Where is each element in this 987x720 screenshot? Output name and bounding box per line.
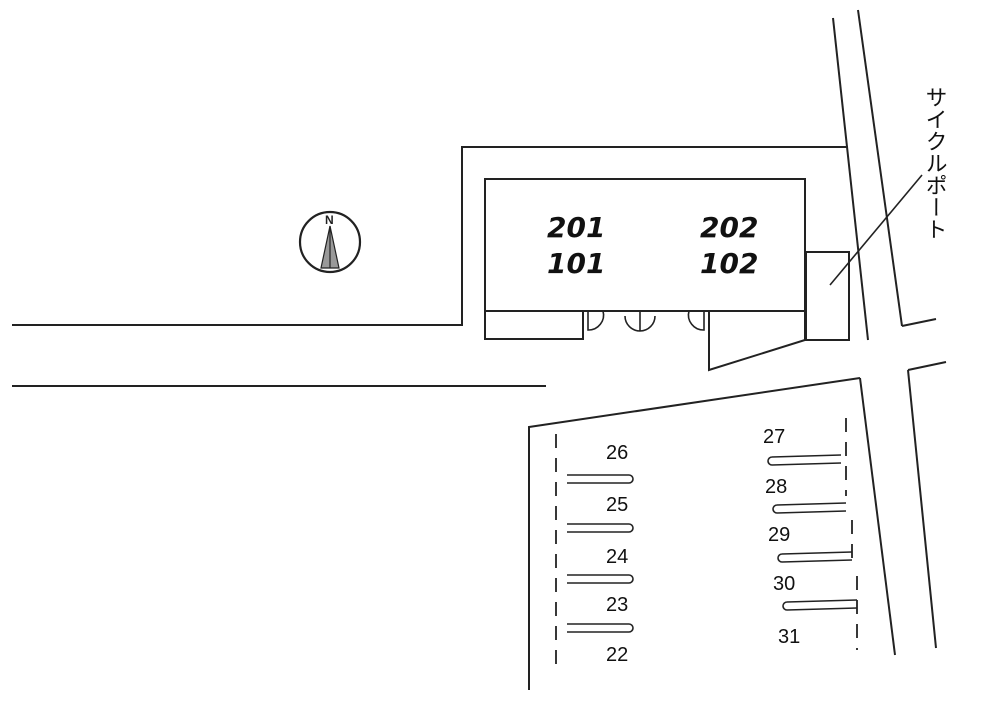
cycle-port-box <box>805 251 850 341</box>
cycle-port-text: サイクルポート <box>922 86 947 240</box>
unit-label-102: 102 <box>700 247 758 280</box>
road-edge-top <box>12 146 848 326</box>
unit-label-201: 201 <box>547 211 605 244</box>
parking-lot: 26 25 24 23 22 27 28 29 30 31 <box>528 377 861 690</box>
north-label: N <box>325 213 334 227</box>
parking-space-label: 22 <box>606 644 628 666</box>
north-compass-icon: N <box>298 210 362 274</box>
parking-space-label: 25 <box>606 494 628 516</box>
parking-space-label: 30 <box>773 573 795 595</box>
parking-stop <box>567 474 634 484</box>
door-icon <box>624 311 656 332</box>
parking-space-label: 23 <box>606 594 628 616</box>
road-v-right-edge <box>857 9 903 327</box>
parking-stop <box>567 523 634 533</box>
building-annex <box>484 310 584 340</box>
road-v-corner-right-lower <box>907 361 947 371</box>
parking-stop <box>777 551 853 563</box>
parking-stop <box>767 454 842 466</box>
parking-space-label: 26 <box>606 442 628 464</box>
parking-space-label: 31 <box>778 626 800 648</box>
parking-stop <box>567 623 634 633</box>
road-vertical <box>832 9 947 656</box>
road-v-right-lower <box>907 369 937 649</box>
parking-divider-right <box>845 418 858 650</box>
building-outline <box>484 178 806 312</box>
parking-space-label: 24 <box>606 546 628 568</box>
cycle-port-label: サイクルポート <box>922 86 947 240</box>
parking-space-label: 28 <box>765 476 787 498</box>
parking-right-stops <box>767 454 858 611</box>
parking-space-label: 29 <box>768 524 790 546</box>
door-icon <box>687 310 705 331</box>
parking-stop <box>772 502 847 514</box>
cycle-port-leader-line <box>829 174 923 286</box>
parking-space-label: 27 <box>763 426 785 448</box>
parking-lot-edge <box>528 377 861 690</box>
parking-left-stops <box>567 474 634 633</box>
parking-stop <box>567 574 634 584</box>
door-icon <box>587 310 605 331</box>
parking-stop <box>782 599 858 611</box>
road-v-left-edge <box>832 17 869 341</box>
road-v-left-lower <box>859 377 896 656</box>
building-porch <box>708 311 806 372</box>
road-v-corner-right <box>901 318 937 327</box>
road-horizontal <box>12 146 848 387</box>
building: 201 101 202 102 <box>484 178 850 372</box>
unit-label-101: 101 <box>547 247 605 280</box>
unit-label-202: 202 <box>700 211 758 244</box>
